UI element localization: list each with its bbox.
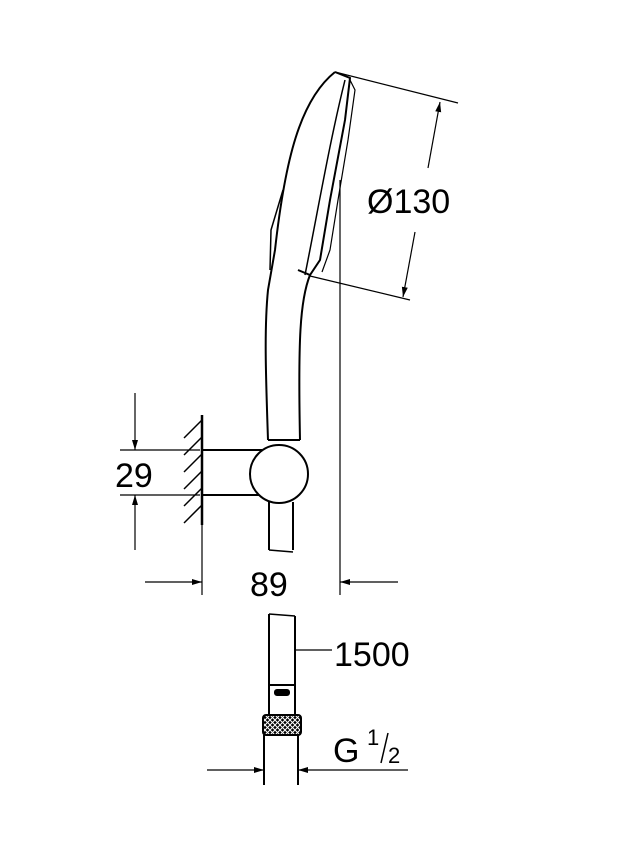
holder-height-label: 29 bbox=[115, 457, 153, 495]
wall-hatch bbox=[183, 415, 204, 525]
thread-numerator: 1 bbox=[367, 725, 379, 750]
projection-label: 89 bbox=[250, 566, 288, 604]
wall-holder bbox=[202, 444, 309, 553]
thread-denominator: 2 bbox=[388, 743, 400, 768]
thread-g-label: G bbox=[333, 732, 359, 770]
diameter-label: Ø130 bbox=[367, 183, 450, 221]
shower-head bbox=[264, 71, 356, 441]
hose-length-label: 1500 bbox=[334, 636, 410, 674]
head-diameter-dimension bbox=[309, 71, 459, 595]
thread-fraction-slash bbox=[380, 732, 389, 764]
projection-dimension bbox=[145, 525, 398, 595]
hose bbox=[262, 613, 302, 785]
holder-height-dimension bbox=[120, 393, 200, 550]
